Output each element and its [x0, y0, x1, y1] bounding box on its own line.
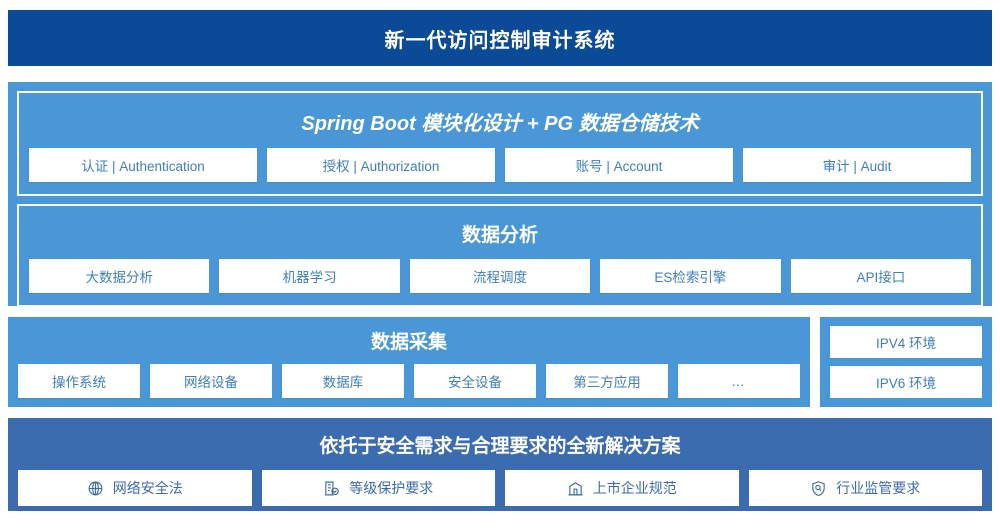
compliance-layer-title: 依托于安全需求与合理要求的全新解决方案	[319, 436, 681, 457]
application-layer-box: Spring Boot 模块化设计 + PG 数据仓储技术 认证 | Authe…	[17, 91, 983, 196]
compliance-cybersecurity-law[interactable]: 网络安全法	[18, 470, 252, 506]
page-title: 新一代访问控制审计系统	[384, 29, 616, 52]
environment-ipv6[interactable]: IPV6 环境	[830, 366, 982, 398]
compliance-label: 行业监管要求	[836, 480, 921, 496]
environment-panel: IPV4 环境 IPV6 环境	[820, 317, 992, 407]
building-icon	[567, 480, 584, 497]
compliance-industry-regulation[interactable]: 行业监管要求	[748, 470, 982, 506]
environment-ipv4[interactable]: IPV4 环境	[830, 326, 982, 358]
compliance-label: 上市企业规范	[592, 480, 677, 496]
application-layer-title: Spring Boot 模块化设计 + PG 数据仓储技术	[301, 113, 699, 135]
header-banner: 新一代访问控制审计系统	[8, 10, 992, 66]
shield-search-icon	[810, 480, 827, 497]
source-network-device[interactable]: 网络设备	[150, 364, 272, 398]
module-authorization[interactable]: 授权 | Authorization	[267, 148, 495, 182]
compliance-listed-enterprise[interactable]: 上市企业规范	[505, 470, 739, 506]
analysis-layer-items: 大数据分析 机器学习 流程调度 ES检索引擎 API接口	[29, 259, 972, 293]
analysis-es-search-engine[interactable]: ES检索引擎	[600, 259, 781, 293]
analysis-api-interface[interactable]: API接口	[790, 259, 972, 293]
collection-layer-title: 数据采集	[370, 332, 447, 353]
module-audit[interactable]: 审计 | Audit	[743, 148, 971, 182]
platform-section: Spring Boot 模块化设计 + PG 数据仓储技术 认证 | Authe…	[8, 82, 992, 307]
application-layer-items: 认证 | Authentication 授权 | Authorization 账…	[29, 148, 971, 182]
compliance-label: 等级保护要求	[349, 480, 434, 496]
source-database[interactable]: 数据库	[282, 364, 404, 398]
module-account[interactable]: 账号 | Account	[505, 148, 733, 182]
source-more[interactable]: …	[678, 364, 800, 398]
analysis-layer-box: 数据分析 大数据分析 机器学习 流程调度 ES检索引擎 API接口	[17, 204, 983, 307]
compliance-label: 网络安全法	[112, 480, 183, 496]
source-security-device[interactable]: 安全设备	[414, 364, 536, 398]
analysis-process-scheduling[interactable]: 流程调度	[409, 259, 591, 293]
collection-section: 数据采集 操作系统 网络设备 数据库 安全设备 第三方应用 …	[8, 317, 810, 407]
analysis-machine-learning[interactable]: 机器学习	[219, 259, 400, 293]
source-operating-system[interactable]: 操作系统	[18, 364, 140, 398]
analysis-layer-title: 数据分析	[461, 225, 538, 246]
compliance-section: 依托于安全需求与合理要求的全新解决方案 网络安全法	[8, 418, 992, 511]
compliance-classified-protection[interactable]: 等级保护要求	[261, 470, 495, 506]
globe-icon	[87, 480, 104, 497]
source-third-party-app[interactable]: 第三方应用	[546, 364, 668, 398]
analysis-big-data[interactable]: 大数据分析	[29, 259, 210, 293]
document-check-icon	[323, 480, 340, 497]
module-authentication[interactable]: 认证 | Authentication	[29, 148, 257, 182]
collection-layer-items: 操作系统 网络设备 数据库 安全设备 第三方应用 …	[18, 364, 800, 398]
compliance-layer-items: 网络安全法 等级保护要求	[18, 470, 982, 506]
